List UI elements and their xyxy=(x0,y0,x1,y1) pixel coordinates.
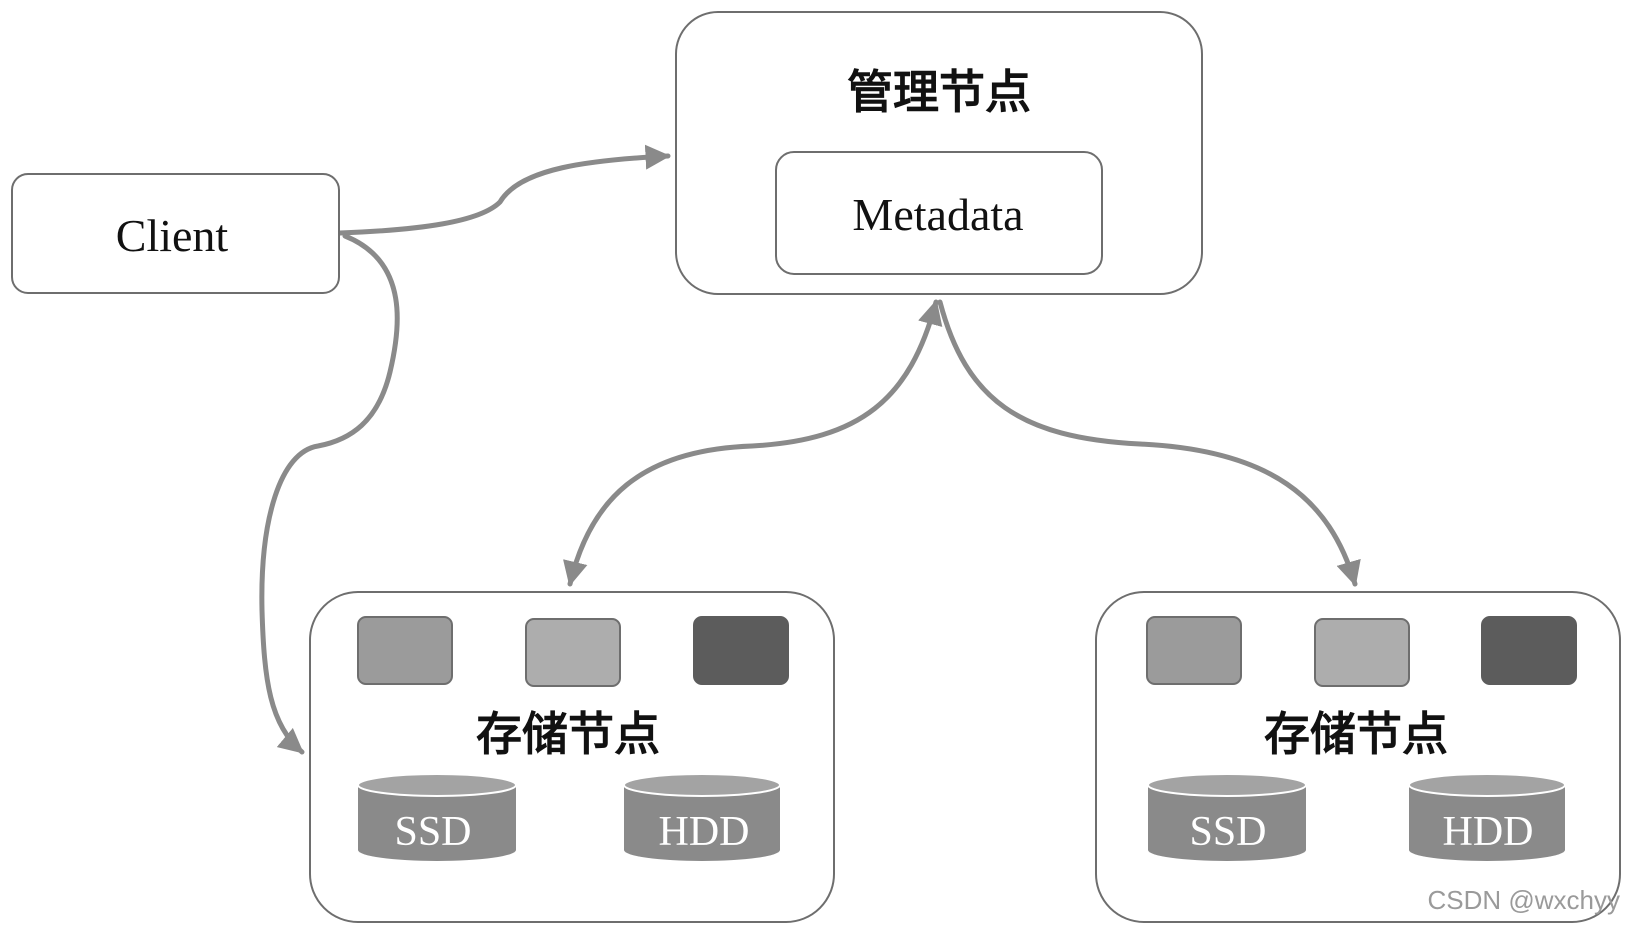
storage-block-right-3 xyxy=(1481,616,1577,685)
hdd-disk-right: HDD xyxy=(1408,773,1566,861)
ssd-disk-left: SSD xyxy=(357,773,517,861)
storage-title-left: 存储节点 xyxy=(476,707,660,761)
storage-block-right-1 xyxy=(1146,616,1242,685)
storage-block-left-3 xyxy=(693,616,789,685)
metadata-label: Metadata xyxy=(852,189,1023,240)
ssd-disk-right: SSD xyxy=(1147,773,1307,861)
ssd-disk-right-body xyxy=(1148,785,1306,861)
client-box xyxy=(11,173,340,294)
storage-node-left: 存储节点 SSD HDD xyxy=(309,591,835,923)
hdd-label-right: HDD xyxy=(1443,809,1534,855)
hdd-disk-left-body xyxy=(624,785,780,861)
hdd-label-left: HDD xyxy=(659,809,750,855)
ssd-label-left: SSD xyxy=(394,809,471,855)
ssd-disk-left-top xyxy=(357,773,517,797)
hdd-disk-right-body xyxy=(1409,785,1565,861)
ssd-disk-right-top xyxy=(1147,773,1307,797)
hdd-disk-right-top xyxy=(1408,773,1566,797)
edges xyxy=(259,144,1361,755)
hdd-disk-left: HDD xyxy=(623,773,781,861)
storage-title-right: 存储节点 xyxy=(1264,707,1448,761)
edge-client-to-storage-left xyxy=(259,233,400,755)
client-node: Client xyxy=(11,173,340,294)
management-node: 管理节点 Metadata xyxy=(675,11,1203,295)
storage-block-left-1 xyxy=(357,616,453,685)
metadata-box xyxy=(775,151,1103,275)
storage-block-right-2 xyxy=(1314,618,1410,687)
edge-client-to-management xyxy=(337,144,671,236)
storage-block-left-2 xyxy=(525,618,621,687)
management-title: 管理节点 xyxy=(847,65,1031,119)
edge-management-storage-left xyxy=(563,299,943,587)
ssd-label-right: SSD xyxy=(1189,809,1266,855)
hdd-disk-left-top xyxy=(623,773,781,797)
ssd-disk-left-body xyxy=(358,785,516,861)
edge-management-storage-right xyxy=(937,299,1361,587)
client-label: Client xyxy=(116,210,229,261)
watermark: CSDN @wxchyy xyxy=(1427,885,1620,915)
storage-node-right: 存储节点 SSD HDD xyxy=(1095,591,1621,923)
